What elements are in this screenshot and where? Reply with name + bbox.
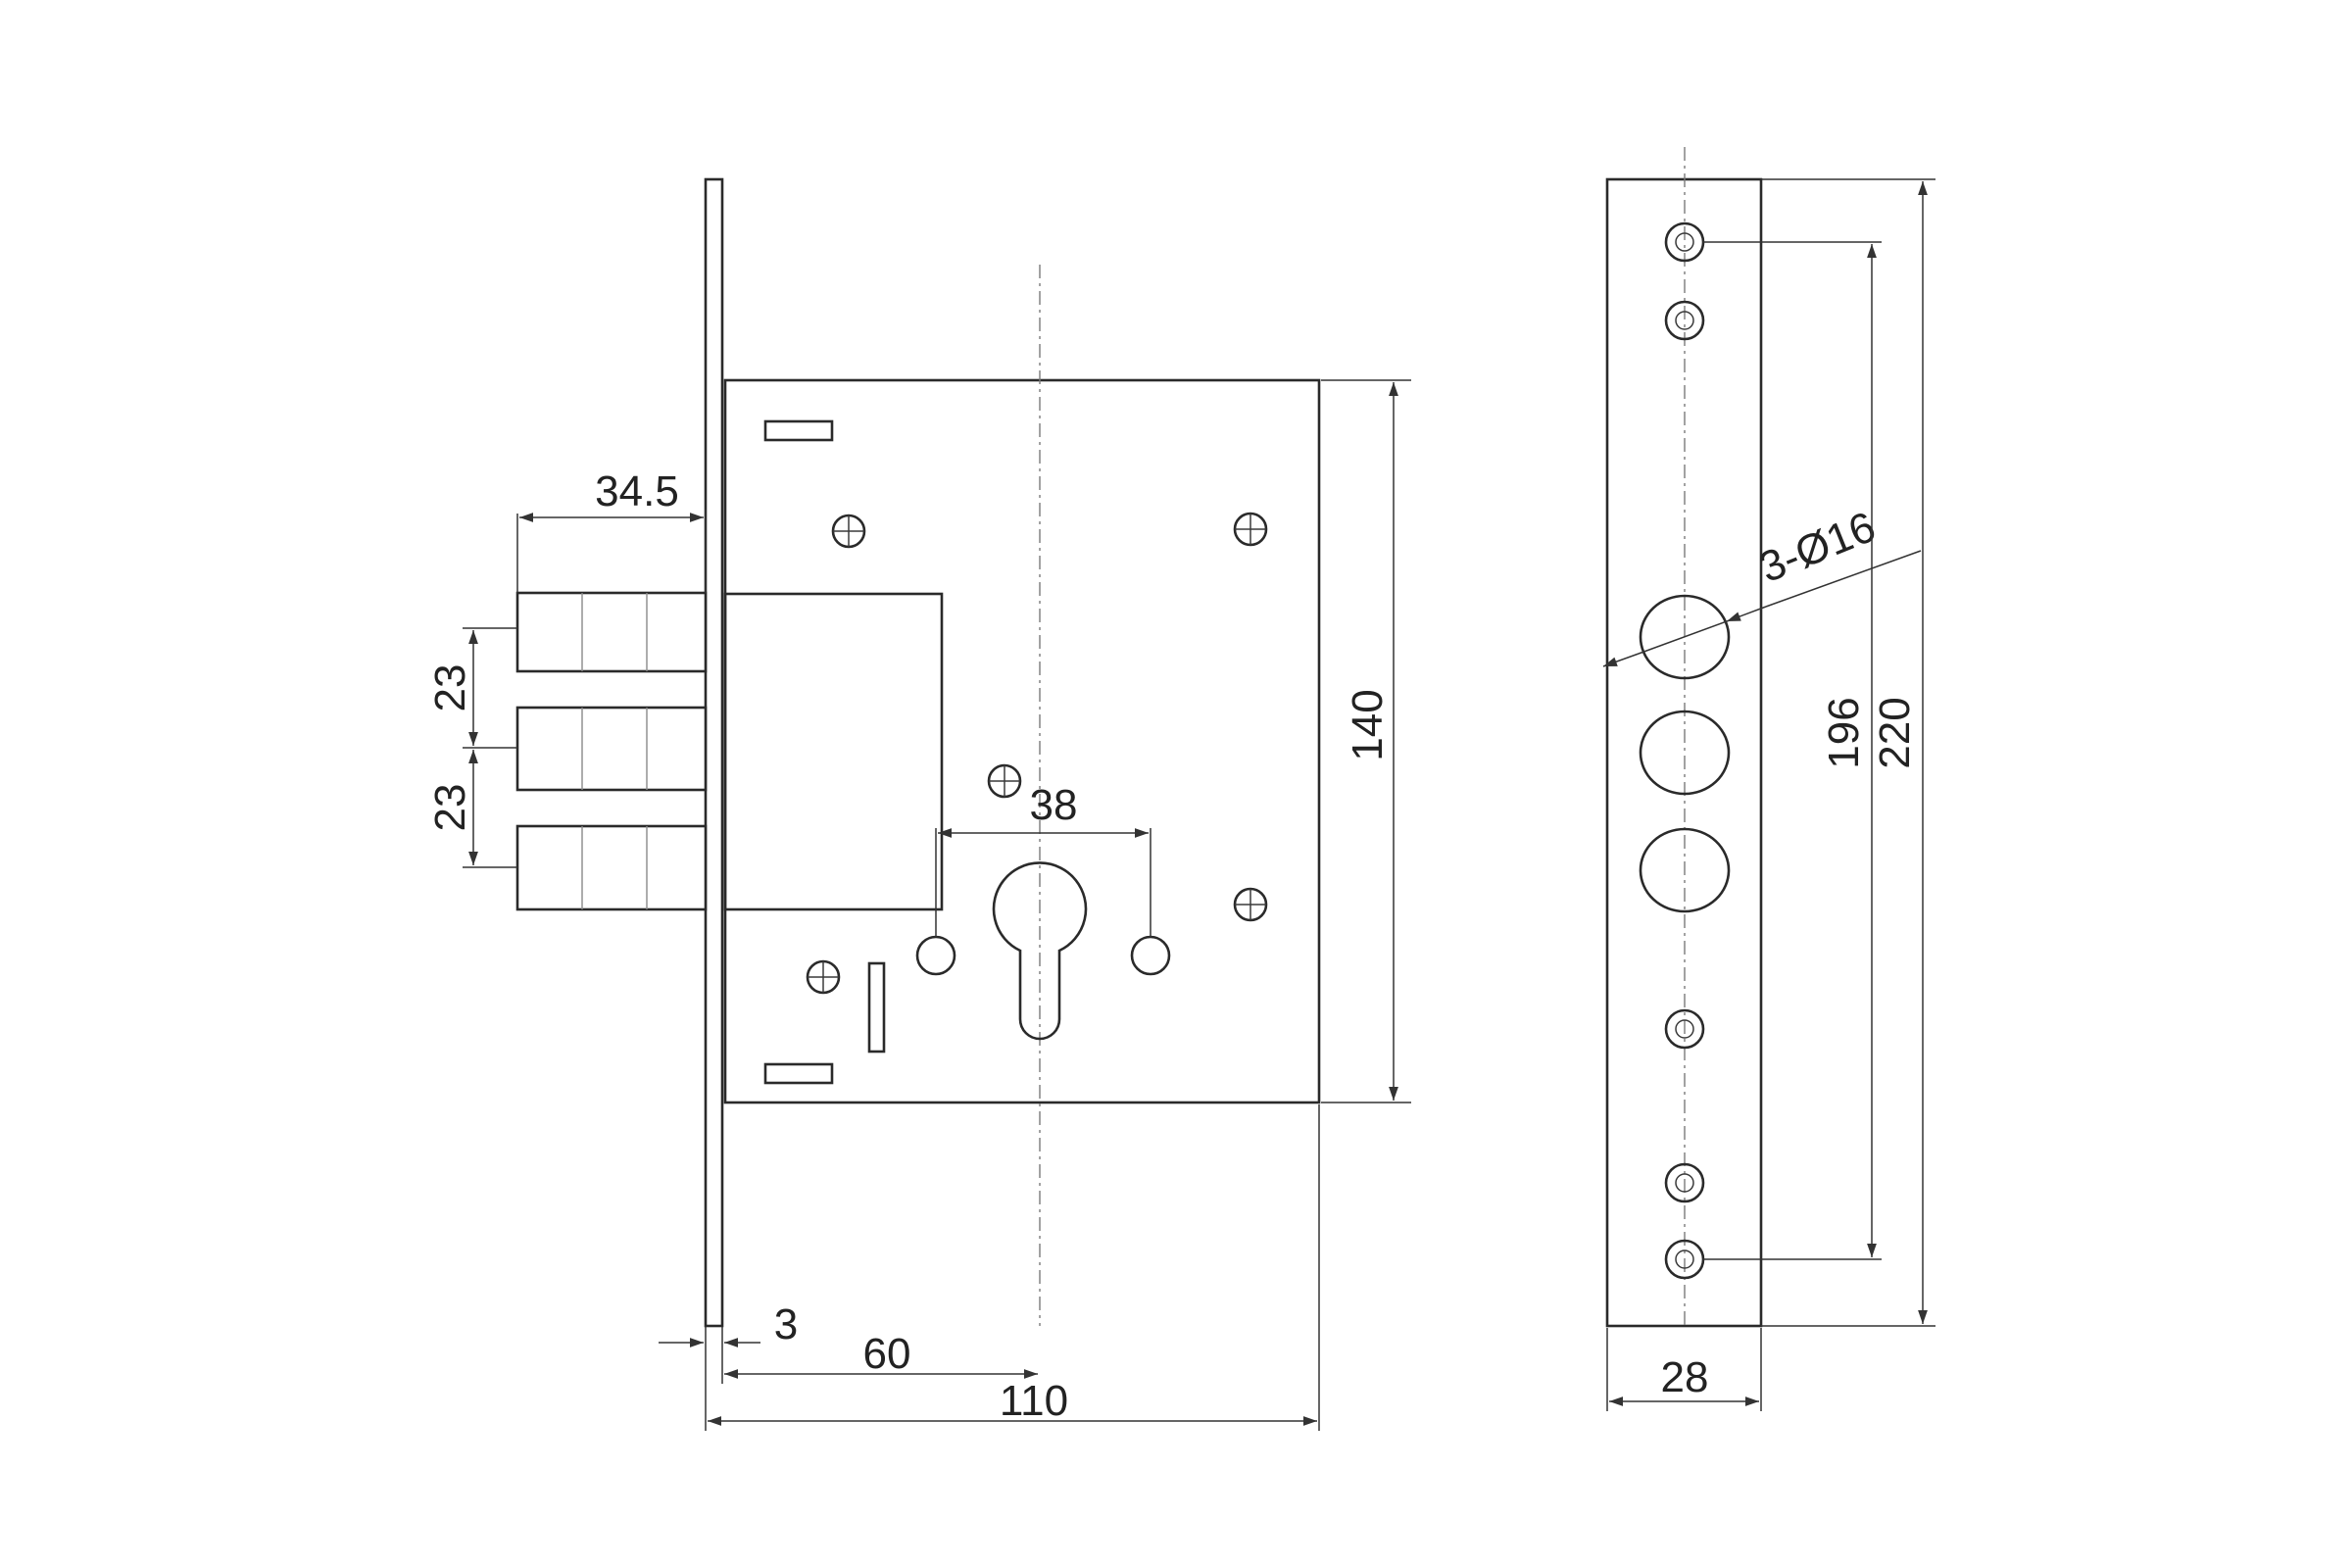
screw-hole-3 (1664, 1008, 1705, 1050)
bolt-hole-top (1639, 594, 1731, 680)
cylinder-hole (992, 861, 1088, 1041)
screw-1 (831, 514, 866, 549)
dim-bolt-spacing: 23 23 (426, 627, 517, 868)
slot-top (763, 419, 834, 442)
bolt-hole-middle (1639, 710, 1731, 796)
deadbolt-bottom (515, 824, 708, 911)
screw-4 (1233, 887, 1268, 922)
dim-case-height: 140 (1321, 379, 1411, 1103)
slot-bottom (763, 1062, 834, 1085)
front-faceplate (704, 177, 724, 1328)
slot-vertical (867, 961, 886, 1054)
dim-bolt-spacing-top-label: 23 (426, 664, 474, 712)
dim-bolt-spacing-bottom-label: 23 (426, 784, 474, 832)
bolt-carrier (723, 592, 944, 911)
deadbolt-middle (515, 706, 708, 792)
screw-2 (1233, 512, 1268, 547)
dim-screw-hole-spacing: 196 (1703, 241, 1882, 1260)
dim-bolt-length-label: 34.5 (595, 467, 679, 515)
dim-faceplate-thickness: 3 (659, 1300, 798, 1352)
dim-case-height-label: 140 (1344, 689, 1392, 760)
screw-3 (987, 763, 1022, 799)
dim-faceplate-width: 28 (1606, 1328, 1762, 1411)
front-view: 34.5 23 23 140 38 (426, 177, 1411, 1431)
dim-bolt-holes-label: 3-Ø16 (1753, 503, 1883, 592)
deadbolts (515, 591, 708, 911)
screw-5 (806, 959, 841, 995)
dim-bolt-length: 34.5 (516, 467, 707, 593)
case-screws (806, 512, 1268, 995)
dim-faceplate-length: 220 (1761, 178, 1936, 1327)
bolt-hole-bottom (1639, 827, 1731, 913)
lock-case (723, 378, 1321, 1104)
dim-case-width-label: 110 (1000, 1377, 1068, 1425)
dim-case-width: 110 (705, 1104, 1320, 1431)
dim-screw-hole-spacing-label: 196 (1820, 697, 1868, 768)
dim-cylinder-hole-spacing-label: 38 (1030, 781, 1078, 829)
dim-faceplate-length-label: 220 (1871, 697, 1919, 768)
screw-hole-4 (1664, 1162, 1705, 1203)
faceplate-bolt-holes (1639, 594, 1731, 913)
dim-faceplate-width-label: 28 (1661, 1353, 1709, 1401)
side-view: 3-Ø16 196 220 28 (1602, 147, 1936, 1411)
dim-backset: 60 (721, 1330, 1038, 1384)
dim-faceplate-thickness-label: 3 (774, 1300, 798, 1348)
dim-cylinder-hole-spacing: 38 (935, 781, 1152, 937)
deadbolt-top (515, 591, 708, 673)
dim-backset-label: 60 (863, 1330, 911, 1378)
screw-hole-2 (1664, 300, 1705, 341)
